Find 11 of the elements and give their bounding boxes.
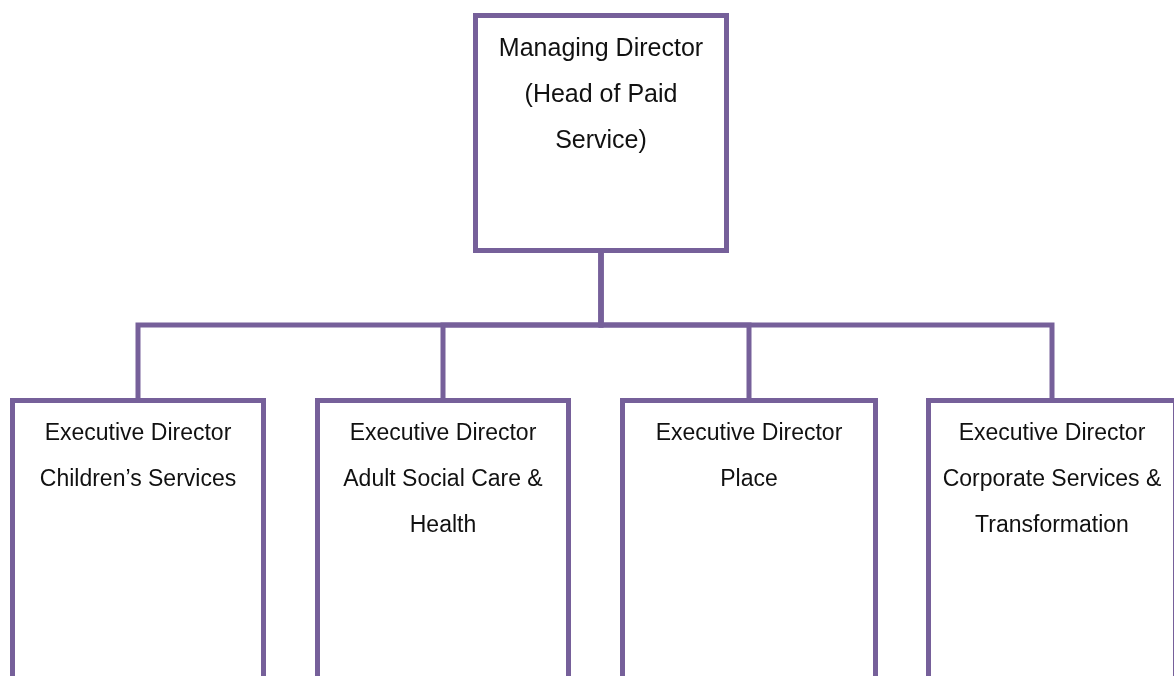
role-title: Managing Director (Head of Paid Service) [497,32,705,155]
role-title: Executive Director Corporate Services & Transformation [941,418,1163,539]
role-title: Executive Director Children’s Services [38,418,238,493]
director-box [473,13,729,253]
department-box [10,398,266,676]
role-title: Executive Director Place [654,418,844,493]
department-box [620,398,878,676]
connector-line [598,253,1055,398]
department-box [926,398,1174,676]
department-box [315,398,571,676]
role-title: Executive Director Adult Social Care & Health [342,418,544,539]
